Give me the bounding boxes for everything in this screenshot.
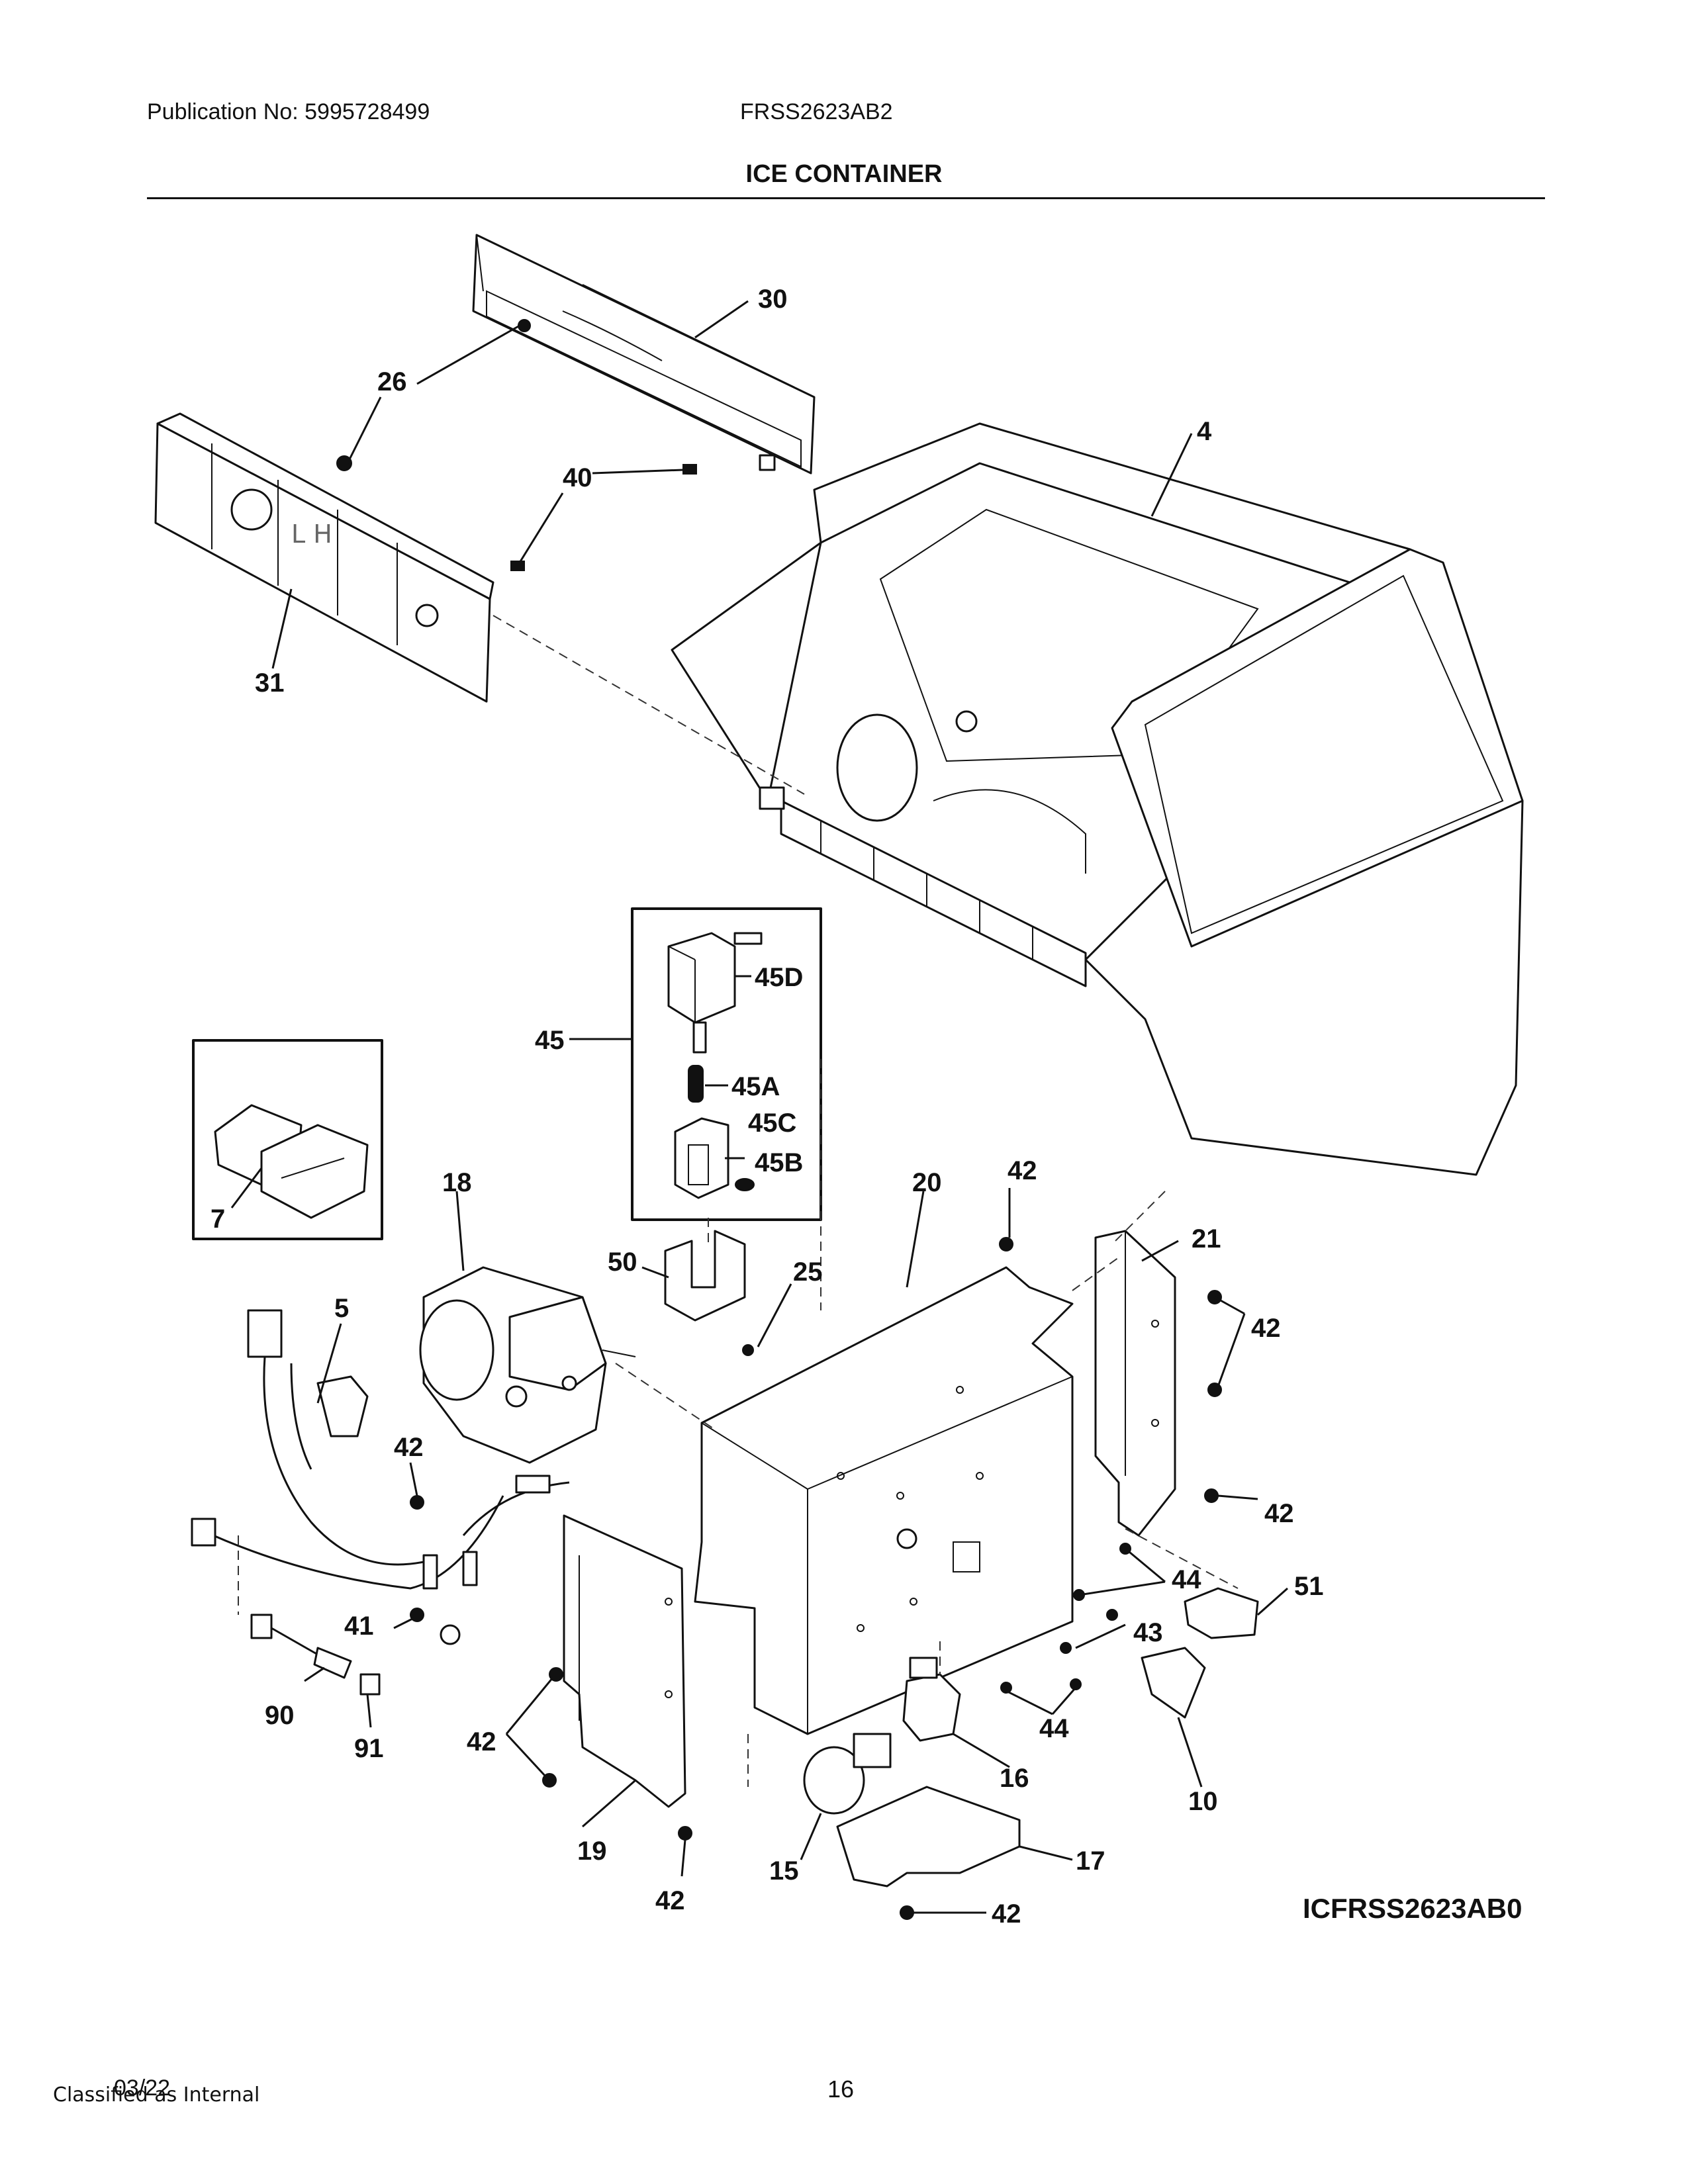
callout-45: 45 [535, 1026, 565, 1055]
part-50-holder [664, 1230, 746, 1322]
callout-21: 21 [1192, 1224, 1221, 1253]
callout-18: 18 [442, 1168, 472, 1197]
publication-number: Publication No: 5995728499 [147, 99, 430, 124]
part-4-ice-bin [671, 422, 1524, 1176]
callout-7: 7 [211, 1205, 225, 1234]
part-18-motor [419, 1266, 636, 1464]
callout-42: 42 [655, 1886, 685, 1915]
screw-set [410, 1237, 1222, 1920]
leader-lines [230, 300, 1288, 1914]
callout-90: 90 [265, 1701, 295, 1730]
callout-41: 41 [344, 1612, 374, 1641]
callout-42: 42 [1008, 1156, 1037, 1185]
callout-51: 51 [1294, 1572, 1324, 1601]
callout-labels: 30 26 4 40 31 45D 45 45A 45C 45B 7 18 20… [211, 285, 1324, 1929]
callout-19: 19 [577, 1837, 607, 1866]
callout-42: 42 [1264, 1499, 1294, 1528]
callout-17: 17 [1076, 1846, 1105, 1876]
page-number: 16 [827, 2075, 855, 2103]
callout-45b: 45B [755, 1148, 803, 1177]
callout-45c: 45C [748, 1109, 796, 1138]
callout-5: 5 [334, 1294, 349, 1323]
svg-text:L H: L H [291, 520, 332, 549]
callout-20: 20 [912, 1168, 942, 1197]
callout-25: 25 [793, 1257, 823, 1287]
page-title: ICE CONTAINER [745, 160, 943, 188]
callout-42: 42 [1251, 1314, 1281, 1343]
fastener-26a [336, 319, 531, 471]
classification-label: Classified as Internal [53, 2083, 260, 2107]
part-45d-solenoid [667, 932, 763, 1054]
part-45a-spring [688, 1065, 704, 1103]
callout-40: 40 [563, 463, 592, 492]
callout-30: 30 [758, 285, 788, 314]
model-number: FRSS2623AB2 [740, 99, 893, 124]
part-21-side-bracket [1094, 1230, 1176, 1537]
callout-44: 44 [1172, 1565, 1201, 1594]
part-17-cover [836, 1786, 1021, 1888]
detail-box-45 [631, 907, 822, 1221]
part-91-clip [359, 1673, 381, 1696]
callout-43: 43 [1133, 1618, 1163, 1647]
part-51-knob [1184, 1587, 1259, 1639]
callout-91: 91 [354, 1734, 384, 1763]
part-15-bulb [803, 1733, 892, 1815]
part-31-end-cap: L H [154, 412, 494, 703]
callout-4: 4 [1197, 417, 1212, 446]
fastener-40 [510, 464, 697, 571]
part-30-rail [472, 234, 816, 475]
revision-date: 03/22 [114, 2075, 171, 2101]
part-20-bracket [694, 1266, 1074, 1735]
part-19-plate [563, 1514, 686, 1808]
callout-15: 15 [769, 1856, 799, 1886]
part-5-wire-harness [191, 1309, 570, 1645]
part-90-sensor [250, 1614, 352, 1679]
callout-42: 42 [394, 1433, 424, 1462]
callout-42: 42 [467, 1727, 496, 1756]
part-10-clip [1141, 1647, 1206, 1719]
callout-31: 31 [255, 668, 285, 698]
drawing-code: ICFRSS2623AB0 [1303, 1893, 1523, 1924]
part-45c-bracket [674, 1117, 729, 1199]
callout-45a: 45A [731, 1072, 780, 1101]
callout-42: 42 [992, 1899, 1021, 1929]
part-45b-washer [735, 1178, 755, 1191]
callout-26: 26 [377, 367, 407, 396]
callout-44: 44 [1039, 1714, 1069, 1743]
callout-10: 10 [1188, 1787, 1218, 1816]
header-rule [147, 197, 1545, 199]
alignment-dashes [238, 615, 1239, 1787]
callout-50: 50 [608, 1248, 637, 1277]
callout-16: 16 [1000, 1764, 1029, 1793]
callout-45d: 45D [755, 963, 803, 992]
detail-box-7 [192, 1039, 383, 1240]
